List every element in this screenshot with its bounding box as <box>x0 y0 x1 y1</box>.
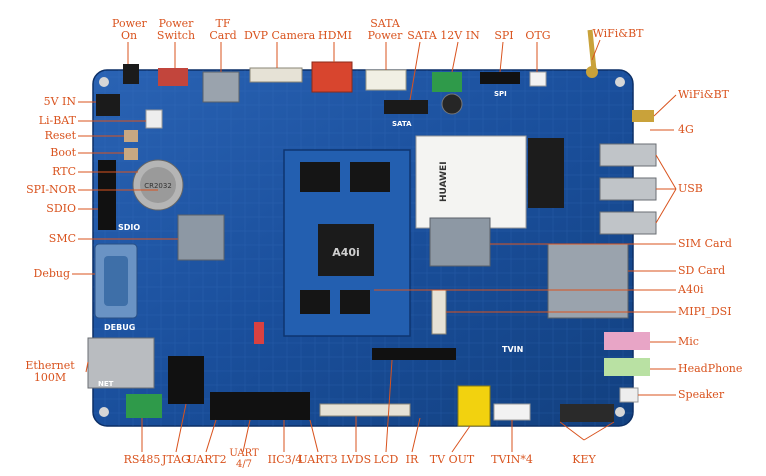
boot-button <box>124 148 138 160</box>
label-12v-in: 12V IN <box>440 29 480 42</box>
label-smc: SMC <box>48 232 76 245</box>
antenna <box>587 29 597 71</box>
label-5v-in: 5V IN <box>43 95 76 108</box>
antenna-4g-connector <box>632 110 654 122</box>
mic-jack <box>604 332 650 350</box>
label-a40i: A40i <box>678 283 704 296</box>
label-mipi-dsi: MIPI_DSI <box>678 305 732 318</box>
usb-port-2 <box>599 177 657 201</box>
capacitor <box>441 93 463 115</box>
label-li-bat: Li-BAT <box>38 114 76 127</box>
label-ir: IR <box>405 453 419 466</box>
label-power-on: Power On <box>112 17 147 42</box>
mipi-dsi-connector <box>431 289 447 335</box>
sdio-silk: SDIO <box>118 223 140 232</box>
a40i-chip-text: A40i <box>332 246 360 259</box>
sata-connector <box>384 100 428 114</box>
label-wifi-bt-top: WiFi&BT <box>592 27 644 40</box>
jtag-header <box>168 356 204 404</box>
reset-button <box>124 130 138 142</box>
label-lvds: LVDS <box>340 453 372 466</box>
usb-port-1 <box>599 143 657 167</box>
dc-5v-jack <box>96 94 120 116</box>
4g-module <box>415 135 527 229</box>
label-sata: SATA <box>407 29 437 42</box>
debug-silk: DEBUG <box>104 323 135 332</box>
spi-silk: SPI <box>494 90 507 98</box>
label-debug: Debug <box>33 267 71 280</box>
tv-out-rca <box>457 385 491 427</box>
label-usb: USB <box>678 182 703 195</box>
dvp-camera-connector <box>249 67 303 83</box>
label-lcd: LCD <box>373 453 399 466</box>
otg-connector <box>529 71 547 87</box>
label-dvp-camera: DVP Camera <box>244 29 316 42</box>
red-switch <box>254 322 264 344</box>
power-button <box>123 64 139 84</box>
spi-header <box>480 72 520 84</box>
rs485-terminal <box>126 394 162 418</box>
tvin-connector <box>493 403 531 421</box>
label-key: KEY <box>572 453 596 466</box>
a40i-chip <box>318 224 374 276</box>
label-sd-card: SD Card <box>678 264 726 277</box>
label-sata-power: SATA Power <box>367 17 403 42</box>
label-boot: Boot <box>50 146 76 159</box>
label-tvin4: TVIN*4 <box>491 453 533 466</box>
label-tv-out: TV OUT <box>429 453 475 466</box>
sd-card-slot <box>547 243 629 319</box>
sdio-header <box>98 160 116 230</box>
label-ethernet: Ethernet 100M <box>25 359 75 384</box>
speaker-connector <box>619 387 639 403</box>
lcd-connector <box>372 348 456 360</box>
power-switch <box>158 68 188 86</box>
smc-slot <box>177 214 225 261</box>
label-wifi-bt-right: WiFi&BT <box>678 88 729 101</box>
li-bat-connector <box>145 109 163 129</box>
label-sdio: SDIO <box>46 202 76 215</box>
huawei-text: HUAWEI <box>439 161 449 202</box>
label-uart3: UART3 <box>298 453 338 466</box>
label-4g: 4G <box>678 123 694 136</box>
lvds-connector <box>319 403 411 417</box>
label-headphone: HeadPhone <box>678 362 743 375</box>
label-speaker: Speaker <box>678 388 725 401</box>
label-sim-card: SIM Card <box>678 237 732 250</box>
label-reset: Reset <box>44 129 76 142</box>
mount-hole <box>615 407 625 417</box>
tf-card-slot <box>202 71 240 103</box>
label-spi: SPI <box>494 29 514 42</box>
label-tf-card: TF Card <box>209 17 237 42</box>
label-otg: OTG <box>525 29 551 42</box>
mount-hole <box>99 407 109 417</box>
net-silk: NET <box>98 380 114 388</box>
label-hdmi: HDMI <box>318 29 353 42</box>
label-power-switch: Power Switch <box>156 17 196 42</box>
label-spi-nor: SPI-NOR <box>26 183 76 196</box>
label-iic34: IIC3/4 <box>267 453 303 466</box>
mount-hole <box>615 77 625 87</box>
headphone-jack <box>604 358 650 376</box>
leader-lines <box>72 39 677 453</box>
tvin-silk: TVIN <box>502 345 523 354</box>
label-jtag: JTAG <box>162 453 190 466</box>
label-uart47: UART 4/7 <box>229 448 259 470</box>
label-uart2: UART2 <box>187 453 227 466</box>
hdmi-connector <box>311 61 353 93</box>
rtc-cell-text: CR2032 <box>144 182 172 190</box>
key-buttons <box>560 404 614 422</box>
mini-pcie-slot <box>528 138 564 208</box>
label-mic: Mic <box>678 335 699 348</box>
dc-12v-connector <box>432 72 462 92</box>
mount-hole <box>99 77 109 87</box>
usb-port-3 <box>599 211 657 235</box>
label-rtc: RTC <box>52 165 76 178</box>
sata-power-connector <box>365 69 407 91</box>
sim-card-slot <box>429 217 491 267</box>
sata-silk: SATA <box>392 120 412 128</box>
label-rs485: RS485 <box>123 453 161 466</box>
uart-header-block <box>210 392 310 420</box>
